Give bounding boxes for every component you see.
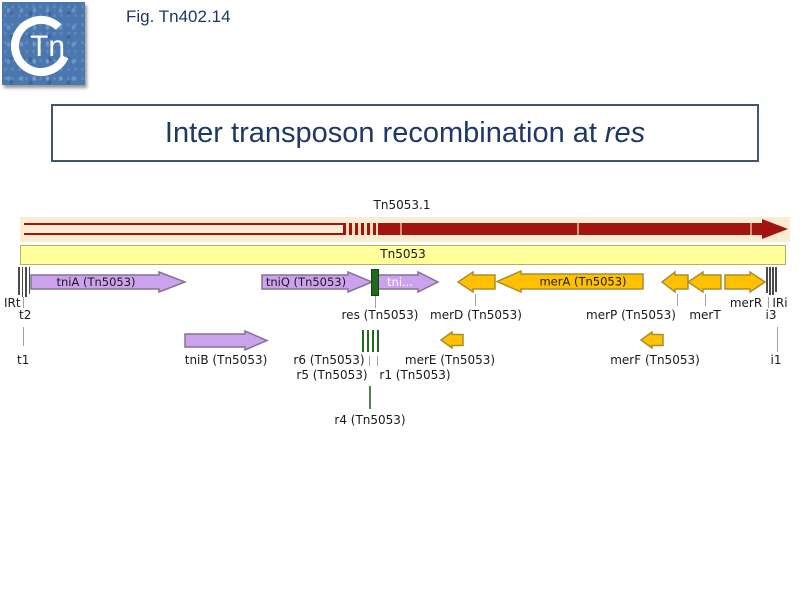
t2-tick [23,297,24,308]
gene-label-tni-partial: tni... [387,275,413,289]
logo: Tn [2,2,85,85]
label-merT: merT [689,308,721,322]
label-merR: merR [729,296,763,310]
i1-site-line [777,327,778,352]
label-t1: t1 [17,353,30,367]
gene-arrow-merR [724,270,767,294]
label-t2: t2 [19,308,32,322]
t1-site-line [23,327,24,346]
gene-arrow-merE [439,330,464,350]
gene-label-tniQ: tniQ (Tn5053) [266,275,346,289]
iri-marks [766,267,778,295]
merT-tick [705,294,706,306]
logo-text: Tn [30,30,65,63]
backbone-striped-segment [343,223,378,235]
label-merD: merD (Tn5053) [430,308,522,322]
label-tn5053: Tn5053 [380,247,426,261]
backbone-solid-segment [378,223,762,235]
gene-arrow-tniQ: tniQ (Tn5053) [261,270,374,294]
label-merP: merP (Tn5053) [586,308,676,322]
label-res: res (Tn5053) [341,308,419,322]
gene-arrow-merP [660,270,689,294]
label-iri: IRi [772,296,788,310]
backbone-tick [577,223,579,235]
res-site-marker [371,269,379,296]
label-merE: merE (Tn5053) [404,353,496,367]
merP-tick [677,294,678,306]
label-r4: r4 (Tn5053) [334,413,406,427]
backbone-outline-bottom [24,233,344,235]
backbone-tick [750,223,752,235]
gene-label-tniA: tniA (Tn5053) [56,275,135,289]
gene-arrow-merF [639,330,664,350]
label-r6: r6 (Tn5053) [293,353,365,367]
gene-label-merA: merA (Tn5053) [539,275,626,289]
gene-arrow-tni-partial: tni... [374,270,440,294]
logo-graphic: Tn [11,16,71,76]
logo-c-ring [11,16,71,76]
label-r1: r1 (Tn5053) [379,368,451,382]
label-merF: merF (Tn5053) [610,353,700,367]
irt-marks [18,267,32,297]
merR-iri-tick [768,297,769,308]
res-site-line [367,330,369,352]
res-site-line [372,330,374,352]
label-r5: r5 (Tn5053) [296,368,368,382]
fig-label: Fig. Tn402.14 [126,7,231,26]
backbone-tick [400,223,402,235]
res-tick [375,295,376,308]
backbone-arrowhead [762,219,788,239]
label-i3: i3 [765,308,777,322]
r4-site-line [369,386,371,409]
title-main: Inter transposon recombination at [164,116,597,149]
tn5053-1-backbone-bar [20,217,790,242]
gene-arrow-tniB [184,329,269,352]
res-site-line [377,330,379,352]
gene-arrow-merT [686,270,722,294]
r1-tick [377,356,378,366]
gene-arrow-merD [456,270,496,294]
res-site-line [362,330,364,352]
gene-arrow-merA: merA (Tn5053) [495,269,644,294]
gene-arrow-tniA: tniA (Tn5053) [30,270,188,294]
merD-tick [475,294,476,306]
label-tn5053-1: Tn5053.1 [373,198,431,212]
tn5053-bar: Tn5053 [20,245,786,265]
label-i1: i1 [770,353,782,367]
r6-tick [369,356,370,366]
backbone-outline-top [24,223,344,225]
label-tniB: tniB (Tn5053) [184,353,268,367]
title-italic: res [604,116,646,149]
label-irt: IRt [4,296,21,310]
